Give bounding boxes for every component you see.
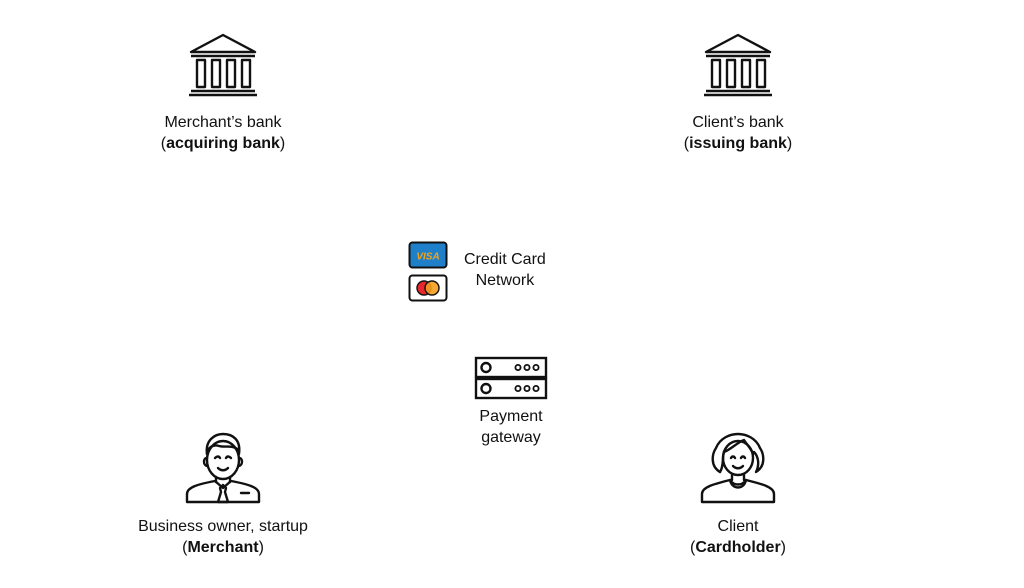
client-role: Cardholder xyxy=(695,539,781,556)
client-bank-subtitle: (issuing bank) xyxy=(684,133,792,154)
visa-text: VISA xyxy=(416,252,439,263)
node-client-bank: Client’s bank (issuing bank) xyxy=(638,32,838,154)
paren-close: ) xyxy=(258,539,264,556)
merchant-bank-title: Merchant’s bank xyxy=(164,114,282,131)
merchant-bank-subtitle: (acquiring bank) xyxy=(161,133,285,154)
bank-icon xyxy=(189,33,257,97)
node-credit-card-network: VISA Credit Card Network xyxy=(408,241,546,302)
gateway-title: Payment xyxy=(479,408,543,425)
network-subtitle: Network xyxy=(475,271,535,289)
merchant-subtitle: (Merchant) xyxy=(138,537,308,558)
node-merchant-bank: Merchant’s bank (acquiring bank) xyxy=(123,32,323,154)
node-payment-gateway: Payment gateway xyxy=(431,356,591,448)
merchant-bank-role: acquiring bank xyxy=(166,135,280,152)
bank-icon xyxy=(704,33,772,97)
client-label: Client (Cardholder) xyxy=(690,516,786,558)
gateway-label: Payment gateway xyxy=(479,406,542,448)
gateway-subtitle: gateway xyxy=(481,429,541,446)
network-title: Credit Card xyxy=(464,250,546,268)
paren-close: ) xyxy=(780,539,786,556)
mastercard-icon xyxy=(408,274,448,302)
merchant-role: Merchant xyxy=(187,539,259,556)
merchant-bank-label: Merchant’s bank (acquiring bank) xyxy=(161,112,285,154)
server-icon xyxy=(474,356,548,400)
paren-open: ( xyxy=(690,539,696,556)
client-subtitle: (Cardholder) xyxy=(690,537,786,558)
client-title: Client xyxy=(717,518,759,535)
node-merchant: Business owner, startup (Merchant) xyxy=(103,432,343,558)
node-client: Client (Cardholder) xyxy=(638,432,838,558)
client-bank-title: Client’s bank xyxy=(692,114,784,131)
network-label: Credit Card Network xyxy=(464,249,546,291)
woman-icon xyxy=(700,432,776,504)
merchant-label: Business owner, startup (Merchant) xyxy=(138,516,308,558)
paren-close: ) xyxy=(279,135,286,152)
businessman-icon xyxy=(185,432,261,504)
paren-close: ) xyxy=(786,135,793,152)
paren-open: ( xyxy=(182,539,188,556)
card-icons: VISA xyxy=(408,241,448,302)
client-bank-role: issuing bank xyxy=(689,135,787,152)
merchant-title: Business owner, startup xyxy=(138,518,308,535)
paren-open: ( xyxy=(160,135,167,152)
client-bank-label: Client’s bank (issuing bank) xyxy=(684,112,792,154)
visa-card-icon: VISA xyxy=(408,241,448,269)
paren-open: ( xyxy=(683,135,690,152)
